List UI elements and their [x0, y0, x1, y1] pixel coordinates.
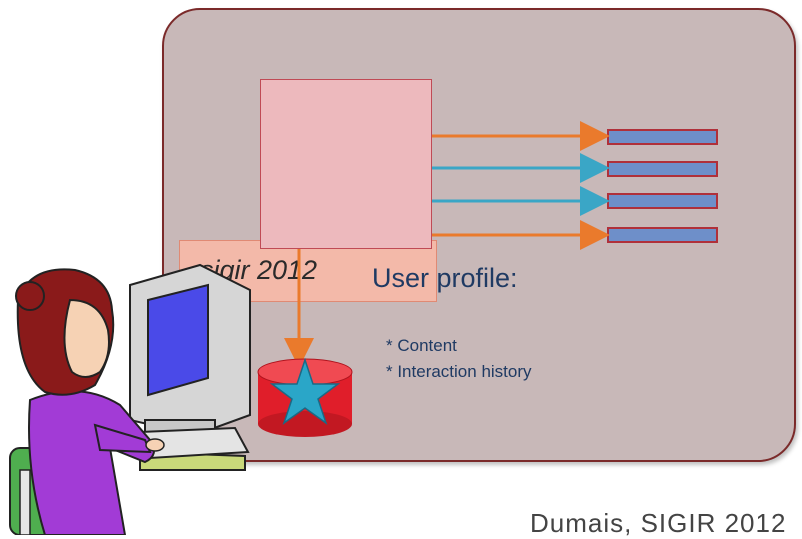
search-engine-box — [260, 79, 432, 249]
user-at-computer-icon — [9, 263, 251, 535]
profile-item-interaction-history: * Interaction history — [386, 362, 532, 381]
citation-text: Dumais, SIGIR 2012 — [530, 508, 787, 538]
database-star-icon — [257, 357, 353, 437]
profile-item-content: * Content — [386, 336, 457, 355]
user-profile-title: User profile: — [372, 263, 518, 293]
